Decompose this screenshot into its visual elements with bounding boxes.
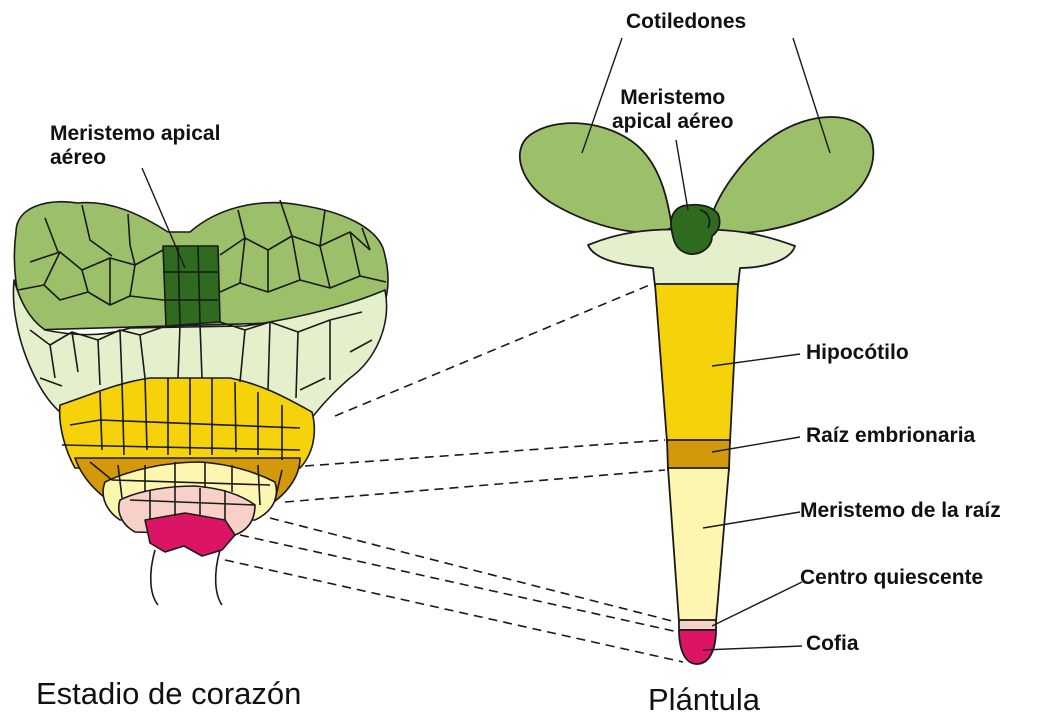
left-cotyledon (520, 123, 672, 232)
left-meristem-label: Meristemo apical aéreo (50, 122, 220, 170)
left-title: Estadio de corazón (36, 676, 301, 712)
right-cotyledon (708, 117, 873, 233)
right-meristem-label: Meristemo apical aéreo (612, 86, 733, 134)
seedling-embryonic-root (667, 440, 730, 470)
dash-cap-bottom (225, 560, 683, 662)
embryonic-root-label: Raíz embrionaria (806, 424, 975, 448)
cotyledons-label: Cotiledones (626, 10, 746, 34)
dash-hypocotyl-bottom (305, 440, 665, 466)
embryo-suspensor (151, 550, 222, 605)
root-meristem-label: Meristemo de la raíz (800, 499, 1001, 523)
seedling-quiescent-center (679, 620, 716, 630)
dash-meristem-bottom (270, 518, 676, 622)
left-meristem-label-line1: Meristemo apical (50, 122, 220, 146)
root-cap-label: Cofia (806, 632, 859, 656)
root-cap-pointer (703, 646, 802, 650)
left-meristem-label-line2: aéreo (50, 146, 220, 170)
quiescent-center-label: Centro quiescente (800, 566, 983, 590)
right-meristem-label-line1: Meristemo (612, 86, 733, 110)
right-title: Plántula (648, 682, 760, 718)
dash-quiescent-bottom (240, 535, 678, 632)
seedling-hypocotyl (655, 284, 738, 442)
embryo-shoot-meristem (163, 246, 220, 326)
seedling-root-meristem (668, 468, 729, 622)
hypocotyl-label: Hipocótilo (806, 341, 909, 365)
seedling-root-cap (679, 630, 716, 664)
heart-stage-embryo (13, 200, 388, 605)
dash-root-bottom (285, 470, 665, 502)
right-meristem-label-line2: apical aéreo (612, 110, 733, 134)
embryo-root-cap-zone (145, 513, 235, 556)
right-meristem-pointer (676, 140, 688, 210)
quiescent-center-pointer (712, 582, 802, 626)
